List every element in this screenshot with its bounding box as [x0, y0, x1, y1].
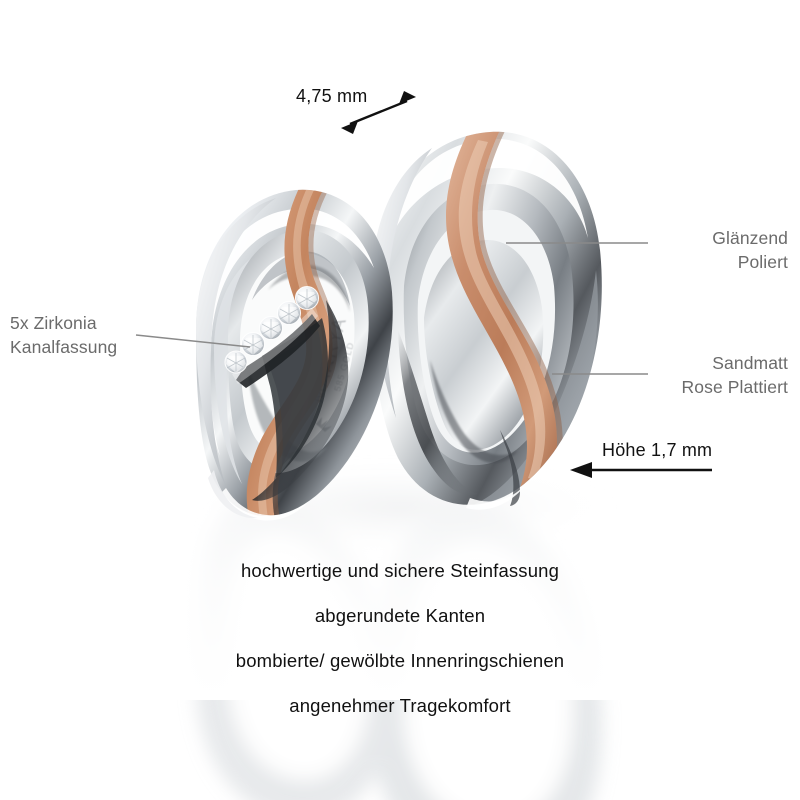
callout-polish-line1: Glänzend [712, 228, 788, 248]
ring-front: MARRYA 585 GOLD [196, 189, 393, 521]
feature-list: hochwertige und sichere Steinfassung abg… [0, 560, 800, 740]
rose-gold-inlay-back [446, 131, 563, 505]
callout-stones: 5x Zirkonia Kanalfassung [10, 311, 270, 359]
feature-item: hochwertige und sichere Steinfassung [240, 560, 560, 581]
zirconia-stone [224, 350, 248, 374]
ring-back [371, 131, 602, 510]
zirconia-stone [294, 285, 320, 311]
stone-channel [236, 314, 320, 388]
leader-line-stones [135, 334, 251, 348]
callout-lines [135, 242, 648, 375]
height-dimension-arrow [570, 462, 712, 478]
callout-polish-line2: Poliert [737, 252, 788, 272]
width-dimension-arrow [341, 91, 416, 134]
callout-rose-line2: Rose Plattiert [681, 377, 788, 397]
callout-polish: Glänzend Poliert [498, 226, 788, 274]
callout-rose: Sandmatt Rose Plattiert [498, 351, 788, 399]
callout-rose-line1: Sandmatt [712, 353, 788, 373]
rose-gold-inlay-front [246, 189, 338, 516]
height-dimension-label: Höhe 1,7 mm [602, 440, 713, 460]
zirconia-stone [276, 300, 302, 326]
callout-stones-line2: Kanalfassung [10, 337, 118, 357]
feature-item: bombierte/ gewölbte Innenringschienen [235, 650, 565, 671]
zirconia-stone [240, 331, 266, 357]
reflection-fade-overlay [0, 470, 800, 700]
callout-stones-line1: 5x Zirkonia [10, 313, 97, 333]
feature-item: abgerundete Kanten [314, 605, 486, 626]
zirconia-stones [224, 285, 320, 374]
width-dimension-label: 4,75 mm [296, 86, 368, 106]
feature-item: angenehmer Tragekomfort [289, 695, 511, 716]
zirconia-stone [258, 315, 284, 341]
